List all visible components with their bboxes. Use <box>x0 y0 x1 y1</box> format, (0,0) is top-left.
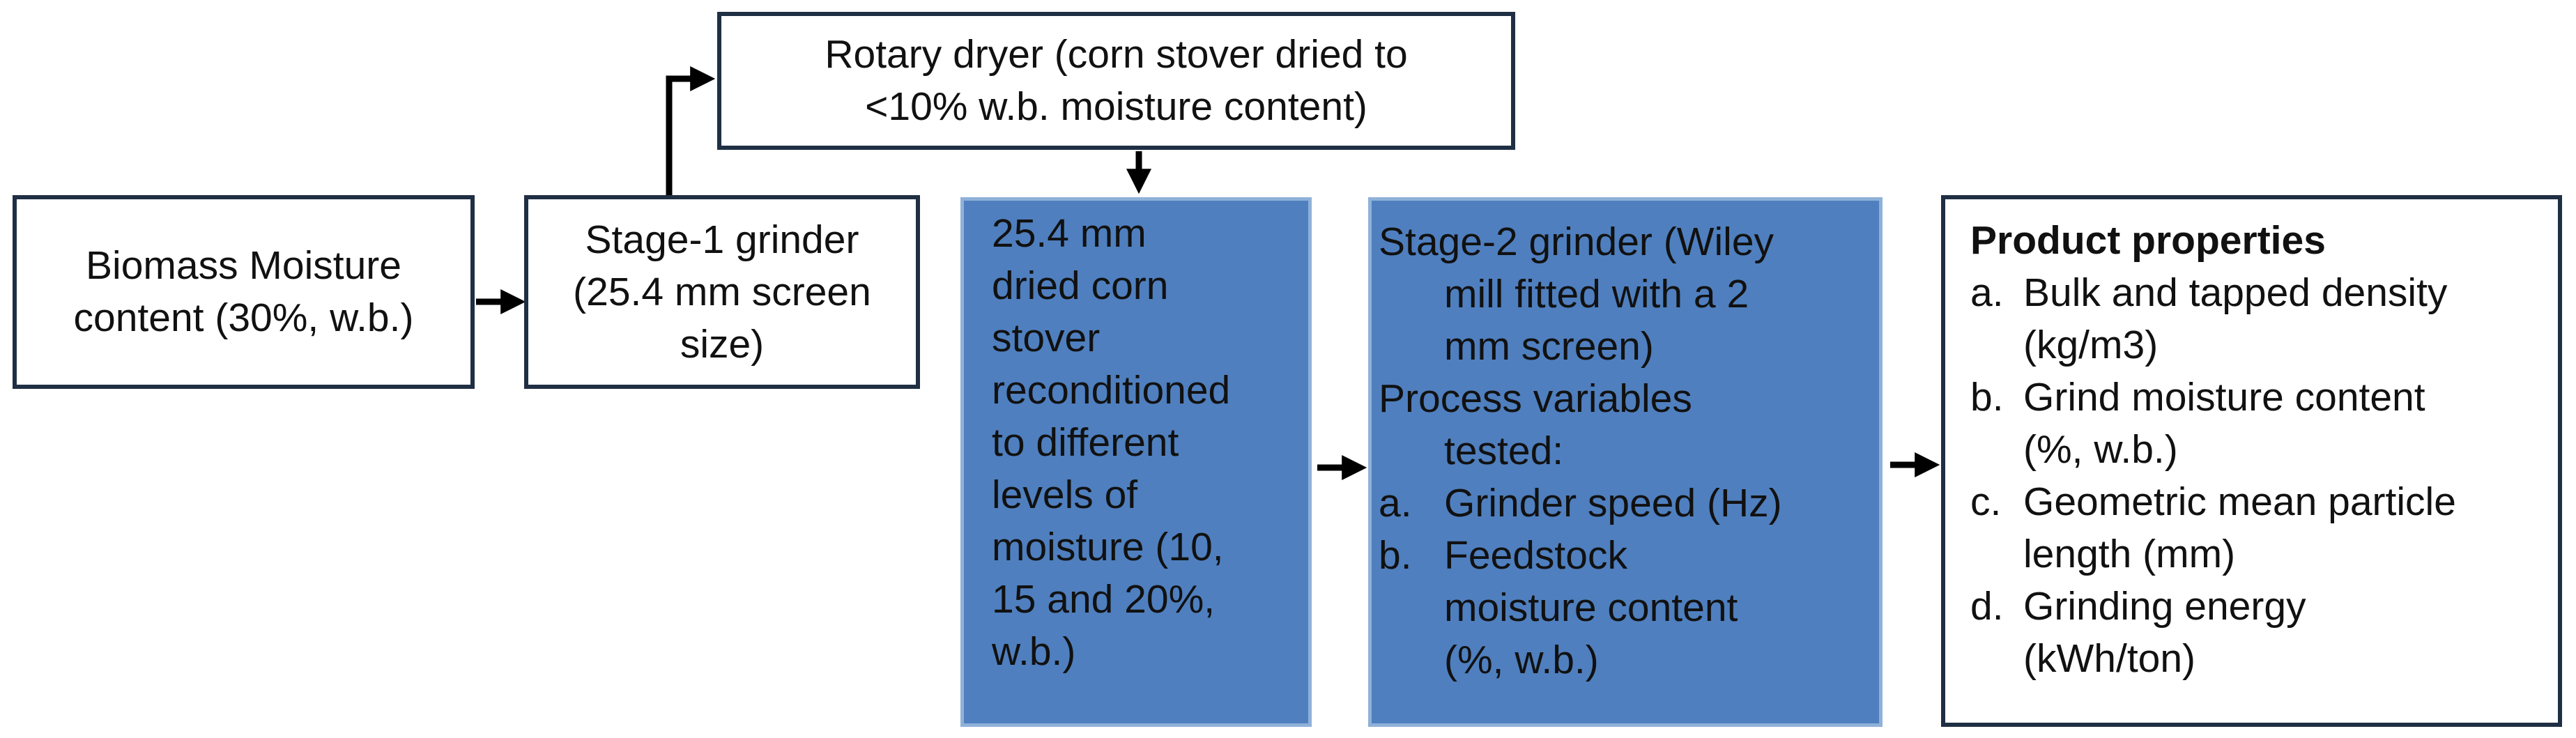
stage2-title-line-2: mill fitted with a 2 <box>1444 272 1749 316</box>
process-variables-line-1: Process variables <box>1379 376 1692 421</box>
variable-b-line-3: (%, w.b.) <box>1444 638 1599 682</box>
property-b-line-2: (%, w.b.) <box>2023 427 2178 472</box>
biomass-line-2: content (30%, w.b.) <box>73 295 414 340</box>
recondition-line-7: moisture (10, <box>992 525 1224 569</box>
stage2-grinder-box: Stage-2 grinder (Wiley mill fitted with … <box>1368 197 1883 727</box>
property-c-line-1: Geometric mean particle <box>2023 479 2456 524</box>
property-c-line-2: length (mm) <box>2023 532 2236 576</box>
stage1-grinder-box: Stage-1 grinder (25.4 mm screen size) <box>524 195 920 389</box>
product-properties-heading: Product properties <box>1970 218 2326 263</box>
arrow-stage1-to-dryer <box>666 66 716 195</box>
property-d-line-1: Grinding energy <box>2023 584 2306 629</box>
variable-item-a: a. Grinder speed (Hz) <box>1379 477 1872 530</box>
property-a-line-1: Bulk and tapped density <box>2023 270 2448 315</box>
recondition-line-9: w.b.) <box>992 629 1076 674</box>
property-a-line-2: (kg/m3) <box>2023 323 2159 367</box>
variable-b-line-1: Feedstock <box>1444 533 1627 578</box>
stage1-line-1: Stage-1 grinder <box>585 217 859 262</box>
property-d-line-2: (kWh/ton) <box>2023 636 2196 681</box>
biomass-line-1: Biomass Moisture <box>86 243 401 288</box>
property-b-line-1: Grind moisture content <box>2023 375 2425 420</box>
reconditioned-stover-box: 25.4 mm dried corn stover reconditioned … <box>960 197 1312 727</box>
property-marker-d: d. <box>1970 584 2004 629</box>
recondition-line-4: reconditioned <box>992 368 1231 413</box>
stage1-line-3: size) <box>680 321 765 367</box>
property-item-c: c. Geometric mean particle length (mm) <box>1970 476 2551 581</box>
process-variables-line-2: tested: <box>1444 429 1564 473</box>
stage1-line-2: (25.4 mm screen <box>573 269 871 314</box>
property-marker-c: c. <box>1970 479 2002 524</box>
property-item-d: d. Grinding energy (kWh/ton) <box>1970 581 2551 685</box>
property-marker-b: b. <box>1970 375 2004 420</box>
variable-b-line-2: moisture content <box>1444 585 1738 630</box>
variable-marker-a: a. <box>1379 481 1412 525</box>
recondition-line-6: levels of <box>992 472 1138 517</box>
dryer-line-2: <10% w.b. moisture content) <box>865 84 1367 129</box>
recondition-line-1: 25.4 mm <box>992 211 1147 256</box>
recondition-line-5: to different <box>992 420 1179 465</box>
biomass-moisture-box: Biomass Moisture content (30%, w.b.) <box>13 195 475 389</box>
stage2-title-line-1: Stage-2 grinder (Wiley <box>1379 220 1774 264</box>
variable-item-b: b. Feedstock moisture content (%, w.b.) <box>1379 530 1872 686</box>
product-properties-box: Product properties a. Bulk and tapped de… <box>1941 195 2562 727</box>
property-item-a: a. Bulk and tapped density (kg/m3) <box>1970 267 2551 371</box>
recondition-line-2: dried corn <box>992 263 1169 308</box>
property-marker-a: a. <box>1970 270 2004 315</box>
variable-marker-b: b. <box>1379 533 1412 578</box>
dryer-line-1: Rotary dryer (corn stover dried to <box>825 32 1408 77</box>
stage2-title-line-3: mm screen) <box>1444 324 1654 369</box>
recondition-line-8: 15 and 20%, <box>992 577 1216 622</box>
rotary-dryer-box: Rotary dryer (corn stover dried to <10% … <box>717 12 1515 150</box>
recondition-line-3: stover <box>992 316 1101 360</box>
variable-a-line-1: Grinder speed (Hz) <box>1444 481 1782 525</box>
property-item-b: b. Grind moisture content (%, w.b.) <box>1970 371 2551 476</box>
